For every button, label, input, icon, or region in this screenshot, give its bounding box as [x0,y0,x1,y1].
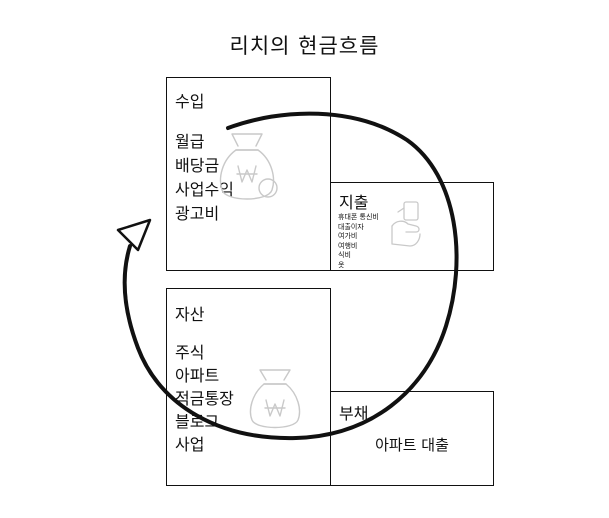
assets-item: 블로그 [175,412,220,431]
income-item: 사업수익 [175,180,234,199]
assets-box: 자산 주식 아파트 적금통장 블로그 사업 [166,288,331,486]
expense-item: 식비 [338,251,351,259]
assets-list: 주식 아파트 적금통장 블로그 사업 [175,341,234,456]
income-item: 광고비 [175,204,220,223]
expense-item: 여가비 [338,232,358,240]
expense-heading: 지출 [339,193,369,212]
income-box: 수입 월급 배당금 사업수익 광고비 [166,77,331,271]
assets-item: 주식 [175,343,205,362]
expense-box: 지출 휴대폰 통신비 대출이자 여가비 여행비 식비 옷 [330,182,494,271]
income-heading: 수입 [175,92,205,111]
income-item: 월급 [175,132,205,151]
assets-item: 아파트 [175,366,220,385]
income-list: 월급 배당금 사업수익 광고비 [175,130,234,226]
expense-item: 대출이자 [338,222,364,231]
expense-item: 여행비 [338,241,358,250]
liabilities-list: 아파트 대출 [331,434,493,455]
liabilities-box: 부채 아파트 대출 [330,391,494,486]
income-item: 배당금 [175,156,220,175]
assets-heading: 자산 [175,305,205,324]
liabilities-heading: 부채 [339,404,369,423]
diagram-title: 리치의 현금흐름 [229,34,380,58]
expense-list: 휴대폰 통신비 대출이자 여가비 여행비 식비 옷 [338,213,379,270]
expense-item: 휴대폰 통신비 [338,213,379,221]
liabilities-item: 아파트 대출 [375,436,449,454]
assets-item: 적금통장 [175,389,234,408]
expense-item: 옷 [338,260,345,269]
assets-item: 사업 [175,435,205,454]
